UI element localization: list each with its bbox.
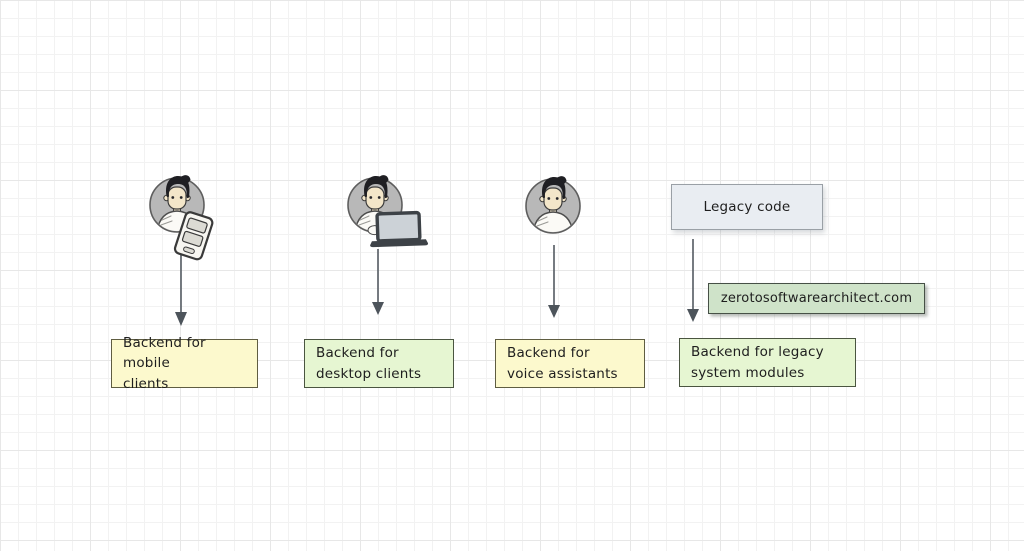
arrow-voice	[548, 245, 560, 318]
laptop-icon	[367, 210, 429, 248]
legacy-code-node: Legacy code	[671, 184, 823, 230]
phone-icon	[173, 211, 214, 261]
user-icon	[508, 166, 598, 251]
arrow-legacy	[687, 239, 699, 322]
node-backend-legacy-label: Backend for legacy system modules	[691, 344, 824, 381]
node-backend-mobile-label: Backend for mobile clients	[123, 335, 206, 392]
user-with-laptop-icon	[330, 165, 429, 248]
arrow-desktop	[372, 249, 384, 315]
node-backend-voice: Backend for voice assistants	[495, 339, 645, 388]
user-with-phone-icon	[132, 165, 214, 261]
node-backend-desktop: Backend for desktop clients	[304, 339, 454, 388]
node-backend-voice-label: Backend for voice assistants	[507, 345, 618, 382]
node-backend-legacy: Backend for legacy system modules	[679, 338, 856, 387]
node-backend-mobile: Backend for mobile clients	[111, 335, 258, 392]
watermark-badge: zerotosoftwarearchitect.com	[708, 283, 925, 314]
legacy-code-label: Legacy code	[703, 198, 791, 215]
node-backend-desktop-label: Backend for desktop clients	[316, 345, 422, 382]
arrow-mobile	[175, 253, 187, 326]
watermark-label: zerotosoftwarearchitect.com	[720, 291, 913, 306]
